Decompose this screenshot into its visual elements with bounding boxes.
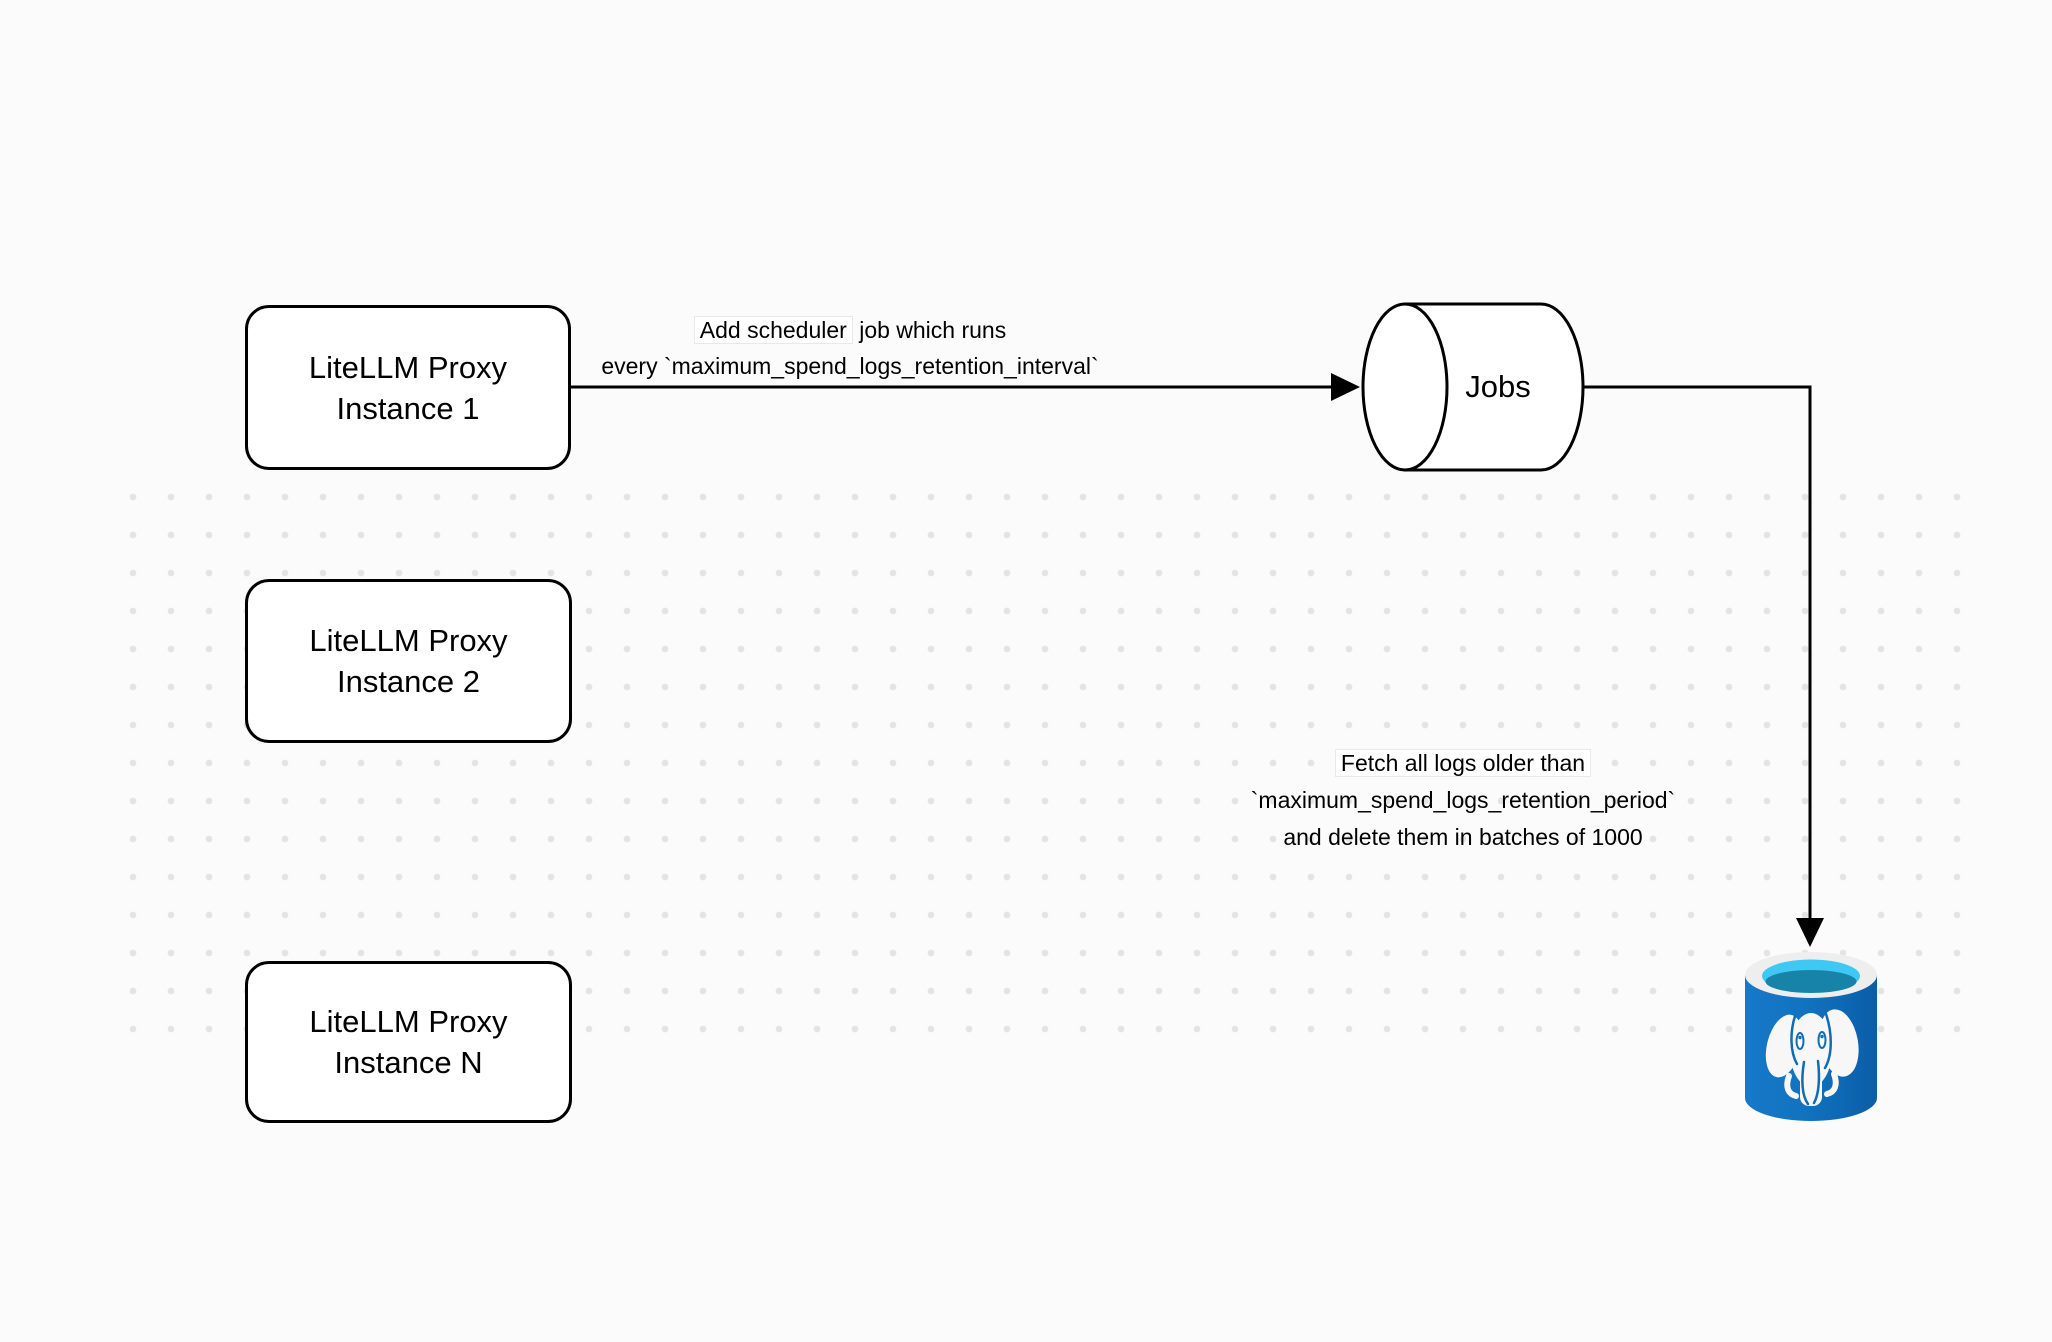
arrowhead-right-icon [1331,373,1360,401]
node-litellm-proxy-instance-1: LiteLLM Proxy Instance 1 [245,305,571,470]
edge-label-fetch: Fetch all logs older than `maximum_spend… [1163,745,1763,856]
edge-label-scheduler: Add scheduler job which runs every `maxi… [550,312,1150,384]
edge-label-scheduler-line1: Add scheduler job which runs [550,312,1150,348]
postgresql-database-icon [1745,952,1877,1121]
edge-label-scheduler-rest: job which runs [852,317,1007,343]
dot-grid-background [114,478,1976,1048]
edge-label-fetch-line3: and delete them in batches of 1000 [1283,824,1643,850]
edge-label-scheduler-chip: Add scheduler [693,316,853,344]
edge-label-scheduler-line2: every `maximum_spend_logs_retention_inte… [601,353,1099,379]
edge-scheduler-arrow [571,373,1360,401]
node-litellm-proxy-instance-n: LiteLLM Proxy Instance N [245,961,572,1123]
edge-label-fetch-chip: Fetch all logs older than [1334,749,1592,777]
arrowhead-down-icon [1796,918,1824,947]
edge-label-fetch-line1: Fetch all logs older than [1163,745,1763,782]
node-litellm-proxy-instance-2: LiteLLM Proxy Instance 2 [245,579,572,743]
jobs-queue-cylinder [1361,302,1585,472]
jobs-label: Jobs [1465,369,1531,404]
edge-label-fetch-line2: `maximum_spend_logs_retention_period` [1250,787,1676,813]
edge-fetch-arrow [1583,385,1824,947]
